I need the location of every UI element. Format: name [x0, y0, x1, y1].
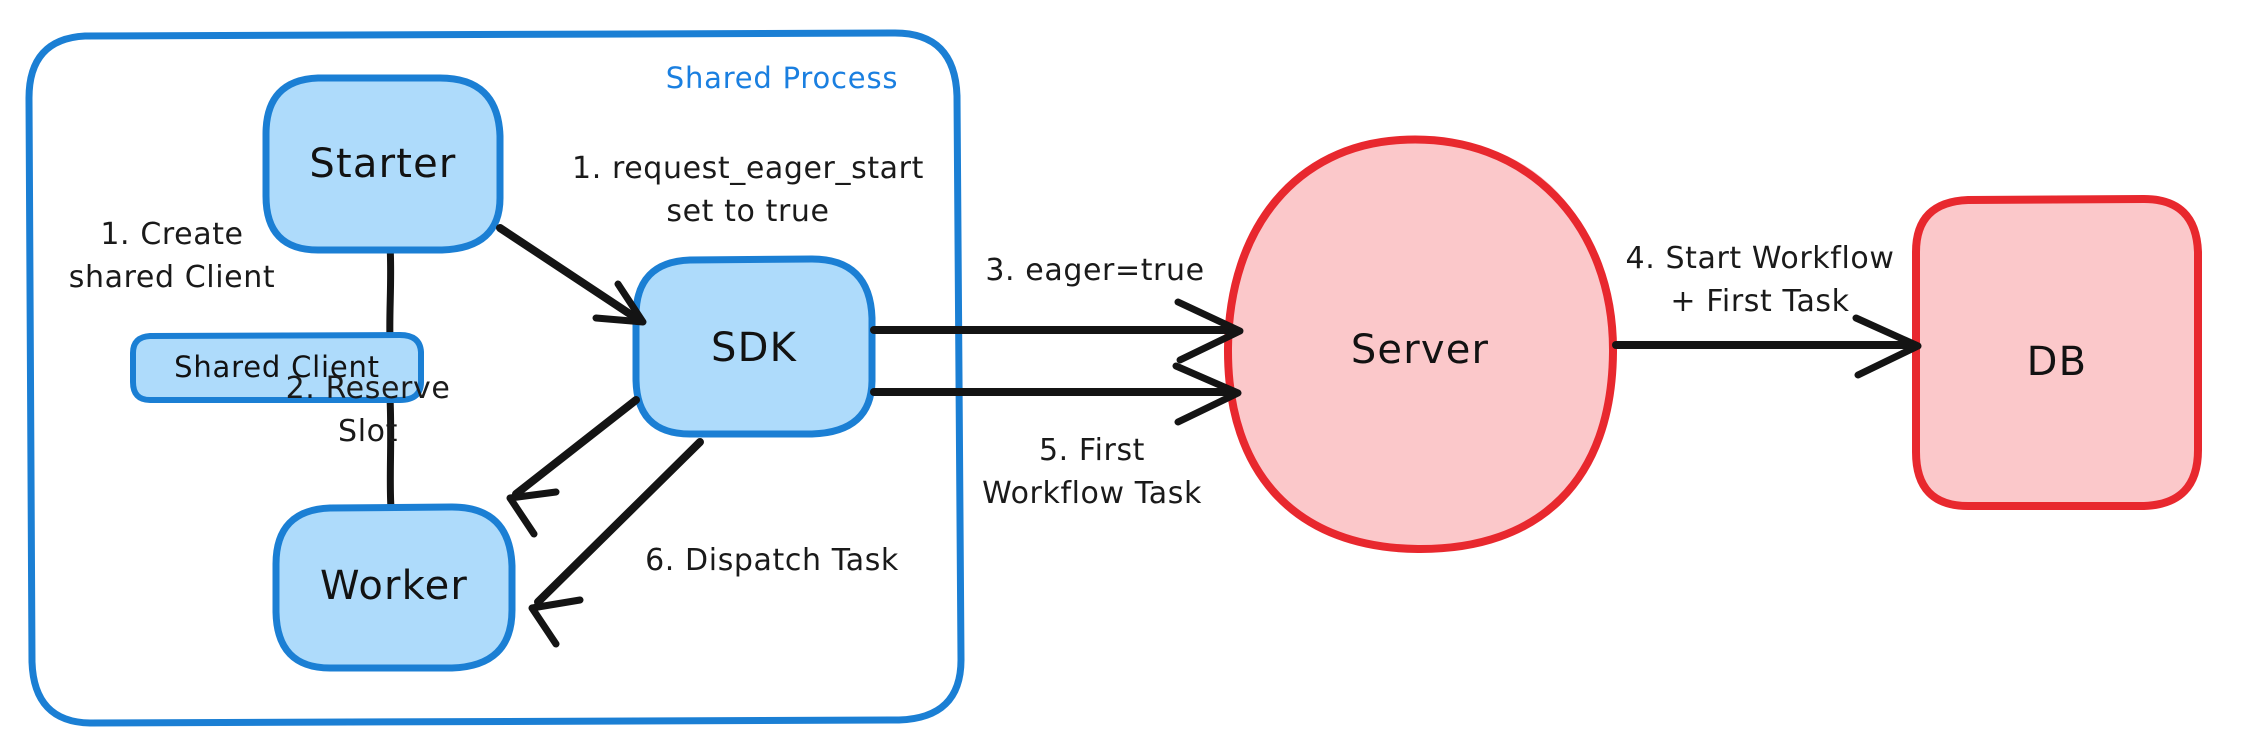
edge-label-eager-true: 3. eager=true: [985, 253, 1204, 288]
node-starter[interactable]: Starter: [262, 74, 504, 254]
group-label-shared-process: Shared Process: [666, 61, 899, 95]
group-shared-process[interactable]: Shared Process: [25, 29, 965, 727]
edge-label-first-workflow-task-line1: 5. First: [1039, 433, 1145, 468]
edge-start-workflow[interactable]: 4. Start Workflow + First Task: [1612, 241, 1922, 379]
edge-label-start-workflow-line1: 4. Start Workflow: [1626, 241, 1895, 276]
node-sdk[interactable]: SDK: [632, 255, 876, 438]
edge-first-workflow-task[interactable]: 5. First Workflow Task: [870, 362, 1242, 511]
edge-reserve-slot[interactable]: 2. Reserve Slot: [286, 371, 640, 538]
edge-dispatch-task[interactable]: 6. Dispatch Task: [528, 438, 899, 648]
node-label-worker: Worker: [320, 563, 468, 609]
edge-label-dispatch-task: 6. Dispatch Task: [645, 543, 899, 578]
node-db[interactable]: DB: [1912, 195, 2202, 510]
edge-label-request-eager-start-line2: set to true: [666, 194, 829, 229]
edge-label-start-workflow-line2: + First Task: [1670, 284, 1849, 319]
edge-create-shared-client[interactable]: 1. Create shared Client: [69, 217, 395, 512]
node-server[interactable]: Server: [1223, 135, 1618, 554]
node-label-shared-client: Shared Client: [174, 350, 380, 384]
node-label-db: DB: [2027, 339, 2088, 385]
edge-label-first-workflow-task-line2: Workflow Task: [982, 476, 1202, 511]
edge-label-reserve-slot-line1: 2. Reserve: [286, 371, 451, 406]
edge-eager-true[interactable]: 3. eager=true: [870, 253, 1244, 364]
node-shared-client[interactable]: Shared Client: [130, 332, 424, 403]
edge-request-eager-start[interactable]: 1. request_eager_start set to true: [496, 151, 924, 326]
edge-label-create-shared-client-line1: 1. Create: [100, 217, 243, 252]
edge-label-create-shared-client-line2: shared Client: [69, 260, 275, 295]
edge-label-request-eager-start-line1: 1. request_eager_start: [572, 151, 924, 186]
node-label-sdk: SDK: [711, 325, 798, 371]
node-worker[interactable]: Worker: [272, 503, 516, 672]
edge-label-reserve-slot-line2: Slot: [338, 414, 398, 449]
node-label-starter: Starter: [309, 141, 456, 187]
node-label-server: Server: [1351, 327, 1489, 373]
